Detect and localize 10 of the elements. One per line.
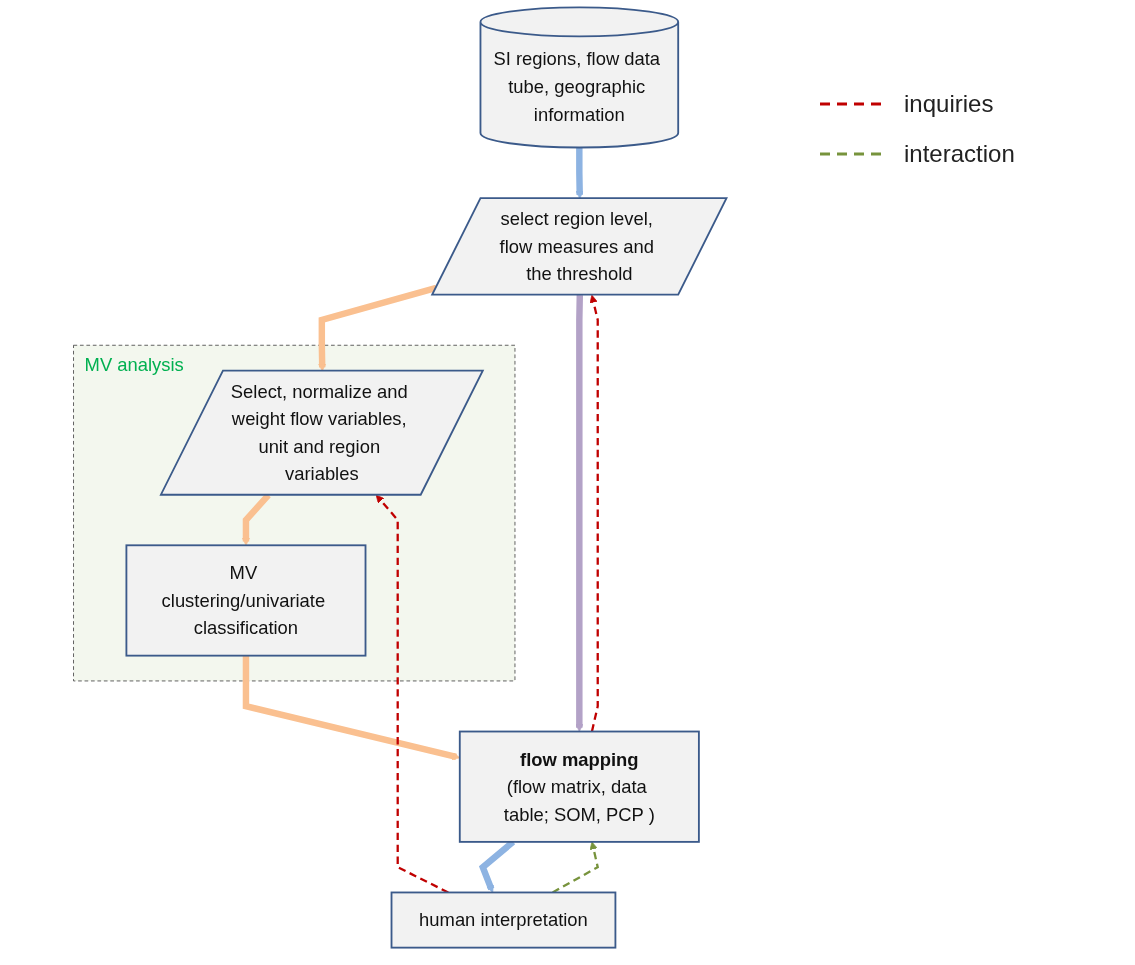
node-box: MV clustering/univariate classification xyxy=(125,544,367,657)
arrow xyxy=(375,494,449,894)
arrow xyxy=(575,147,584,199)
legend-label: interaction xyxy=(904,140,1015,168)
arrow xyxy=(552,841,600,894)
legend-label: inquiries xyxy=(904,90,994,118)
arrow xyxy=(589,294,599,732)
node-box: human interpretation xyxy=(390,891,617,949)
node-box: flow mapping (flow matrix, data table; SOM, PCP ) xyxy=(458,730,700,843)
arrow xyxy=(575,295,584,732)
